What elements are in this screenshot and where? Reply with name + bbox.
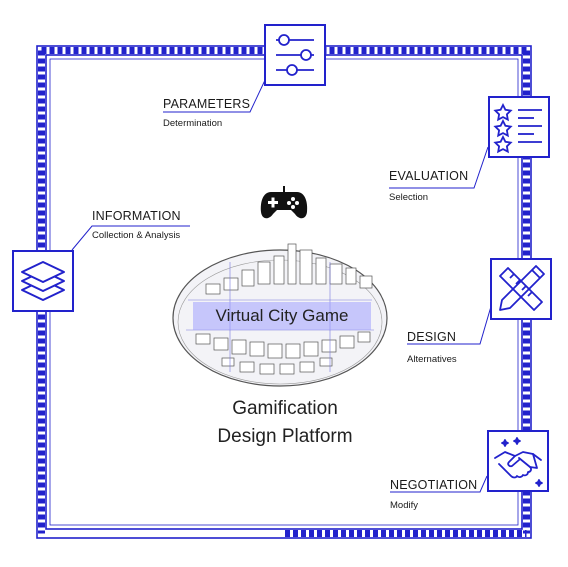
ruler-pencil-icon (490, 258, 552, 320)
center-title-line1: Gamification (232, 398, 338, 419)
information-title: INFORMATION (92, 209, 181, 223)
evaluation-title: EVALUATION (389, 169, 469, 183)
gamepad-icon (260, 186, 308, 219)
design-title: DESIGN (407, 330, 457, 344)
negotiation-subtitle: Modify (390, 500, 418, 511)
negotiation-title: NEGOTIATION (390, 478, 478, 492)
handshake-icon (487, 430, 549, 492)
center-title-line2: Design Platform (217, 426, 353, 447)
design-subtitle: Alternatives (407, 354, 457, 365)
parameters-title: PARAMETERS (163, 97, 251, 111)
information-subtitle: Collection & Analysis (92, 230, 181, 241)
parameters-subtitle: Determination (163, 118, 223, 129)
layers-icon (12, 250, 74, 312)
evaluation-subtitle: Selection (389, 192, 429, 203)
sliders-icon (264, 24, 326, 86)
rated-list-icon (488, 96, 550, 158)
city-label: Virtual City Game (193, 302, 371, 330)
